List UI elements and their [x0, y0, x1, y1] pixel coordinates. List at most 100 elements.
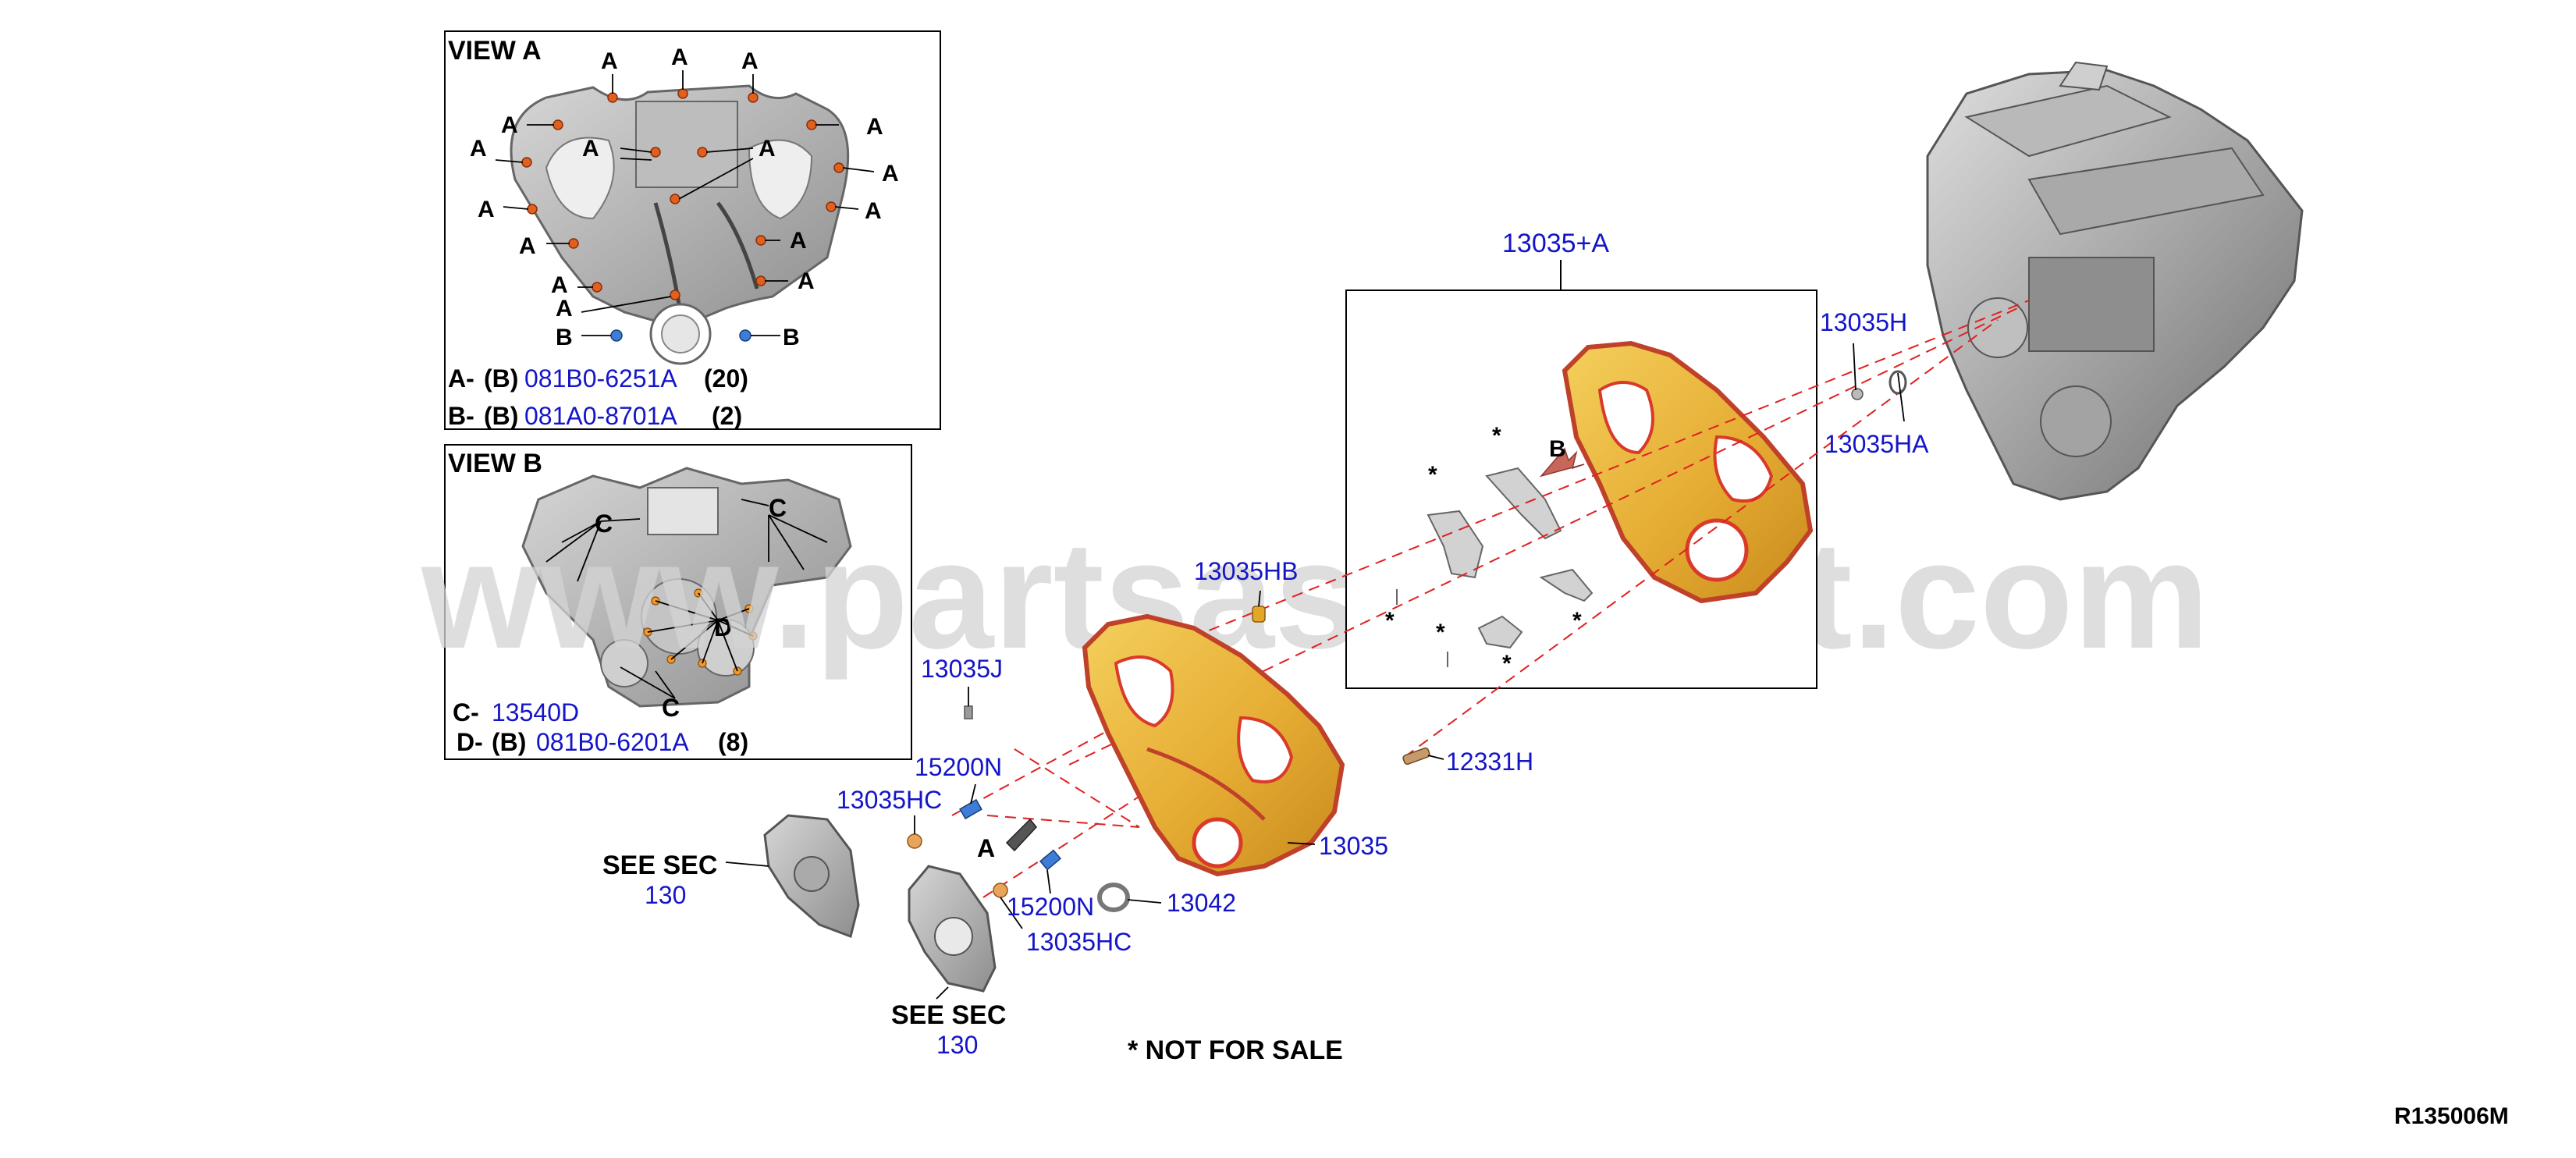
legend-b-part-link[interactable]: 081A0-8701A — [524, 402, 677, 430]
legend-c-key: C- — [453, 698, 479, 726]
part-13035j-pin — [964, 705, 973, 719]
label-a: A — [478, 197, 495, 222]
label-a: A — [671, 44, 688, 70]
see-sec-label: SEE SEC — [602, 851, 717, 880]
view-b-legend: C- 13540D D- (B) 081B0-6201A (8) — [453, 698, 748, 756]
not-for-sale-note: * NOT FOR SALE — [1128, 1035, 1343, 1065]
not-for-sale-star: * — [1428, 462, 1437, 488]
watermark: www.partsassistant.com — [421, 510, 2209, 680]
legend-d-grade: (B) — [492, 728, 526, 756]
part-13035-a-link[interactable]: 13035+A — [1502, 229, 1609, 258]
label-a: A — [759, 136, 776, 162]
legend-a-grade: (B) — [484, 364, 518, 393]
part-15200n-upper-link[interactable]: 15200N — [915, 753, 1002, 781]
kit-markers: * * * * * * B — [1385, 423, 1582, 677]
sensor-a-label: A — [977, 834, 995, 862]
not-for-sale-star: * — [1502, 651, 1512, 677]
legend-d-key: D- — [457, 728, 483, 756]
not-for-sale-star: * — [1572, 608, 1582, 634]
label-a: A — [601, 48, 618, 74]
see-sec-130-link[interactable]: 130 — [645, 881, 686, 909]
arrow-b-label: B — [1549, 436, 1566, 462]
gold-timing-cover-front-illustration — [1082, 613, 1345, 877]
view-a-legend: A- (B) 081B0-6251A (20) B- (B) 081A0-870… — [448, 364, 748, 430]
label-c: C — [662, 694, 680, 722]
legend-a-part-link[interactable]: 081B0-6251A — [524, 364, 677, 393]
part-13035ha-link[interactable]: 13035HA — [1825, 430, 1929, 458]
legend-d-qty: (8) — [718, 728, 748, 756]
legend-a-key: A- — [448, 364, 474, 393]
part-13035j-link[interactable]: 13035J — [921, 655, 1003, 683]
view-a-title: VIEW A — [448, 36, 542, 66]
grey-cover-left-illustration — [763, 814, 860, 938]
view-a-b-bolt-marks — [610, 329, 751, 342]
part-13035-link[interactable]: 13035 — [1319, 832, 1388, 860]
label-a: A — [519, 233, 536, 259]
part-13035hb-link[interactable]: 13035HB — [1194, 557, 1298, 585]
part-13035hc-lower-link[interactable]: 13035HC — [1026, 928, 1132, 956]
part-12331h-link[interactable]: 12331H — [1446, 748, 1533, 776]
part-13035hb-plug — [1252, 606, 1266, 623]
arrow-b-marker-icon — [1539, 447, 1585, 478]
label-a: A — [866, 114, 883, 140]
part-13035hc-upper — [907, 833, 922, 849]
part-15200n-lower — [1039, 849, 1061, 871]
label-a: A — [790, 228, 807, 254]
not-for-sale-star: * — [1385, 608, 1395, 634]
small-parts-illustration — [907, 370, 1907, 912]
part-15200n-lower-link[interactable]: 15200N — [1007, 893, 1094, 921]
view-a-timing-cover-illustration — [510, 84, 850, 365]
part-13035ha-ring — [1888, 370, 1907, 395]
view-b-panel: VIEW B C C D C — [444, 444, 912, 760]
part-13035hc-lower — [993, 883, 1008, 898]
part-13035h-link[interactable]: 13035H — [1820, 308, 1907, 336]
legend-b-key: B- — [448, 402, 474, 430]
part-12331h-sensor — [1402, 747, 1430, 765]
gold-timing-cover-rear-illustration — [1562, 340, 1814, 604]
view-b-title: VIEW B — [448, 449, 542, 478]
part-13042-seal — [1097, 883, 1130, 912]
part-15200n-upper — [959, 798, 982, 820]
label-a: A — [798, 268, 815, 294]
label-a: A — [882, 161, 899, 186]
view-a-leaders — [495, 70, 875, 336]
legend-b-qty: (2) — [712, 402, 742, 430]
see-sec-left: SEE SEC 130 — [602, 851, 717, 909]
label-a: A — [470, 136, 487, 162]
view-b-letters: C C D C — [595, 494, 787, 722]
gasket-parts-illustration — [1396, 467, 1594, 667]
label-a: A — [865, 198, 882, 224]
label-c: C — [769, 494, 787, 522]
sensor-a-illustration — [1005, 818, 1037, 852]
diagram-id: R135006M — [2394, 1103, 2509, 1129]
view-a-panel: VIEW A — [444, 30, 941, 430]
not-for-sale-star: * — [1492, 423, 1501, 449]
label-d: D — [714, 613, 732, 641]
part-13035hc-upper-link[interactable]: 13035HC — [837, 786, 942, 814]
part-13042-link[interactable]: 13042 — [1167, 889, 1236, 917]
see-sec-bottom: SEE SEC 130 — [891, 1000, 1006, 1059]
legend-c-part-link[interactable]: 13540D — [492, 698, 579, 726]
engine-assembly-illustration — [1926, 61, 2304, 501]
view-b-leaders — [545, 499, 828, 699]
see-sec-label: SEE SEC — [891, 1000, 1006, 1030]
see-sec-130-link[interactable]: 130 — [936, 1031, 978, 1059]
grey-cover-lower-illustration — [908, 865, 997, 993]
label-b: B — [783, 325, 800, 350]
label-c: C — [595, 510, 613, 538]
label-a: A — [582, 136, 599, 162]
view-a-bolt-letters: A A A A A A A A A A A A A A A A B B — [470, 44, 899, 350]
part-leaders — [725, 343, 1905, 1000]
legend-d-part-link[interactable]: 081B0-6201A — [536, 728, 689, 756]
part-labels: 13035H 13035HA 13035HB 13035J 15200N 130… — [837, 308, 1929, 956]
legend-a-qty: (20) — [704, 364, 748, 393]
label-a: A — [501, 112, 518, 138]
label-b: B — [556, 325, 573, 350]
legend-b-grade: (B) — [484, 402, 518, 430]
not-for-sale-star: * — [1436, 620, 1445, 645]
part-13035h-dowel — [1851, 388, 1864, 400]
label-a: A — [556, 296, 573, 321]
label-a: A — [741, 48, 759, 74]
label-a: A — [551, 272, 568, 298]
